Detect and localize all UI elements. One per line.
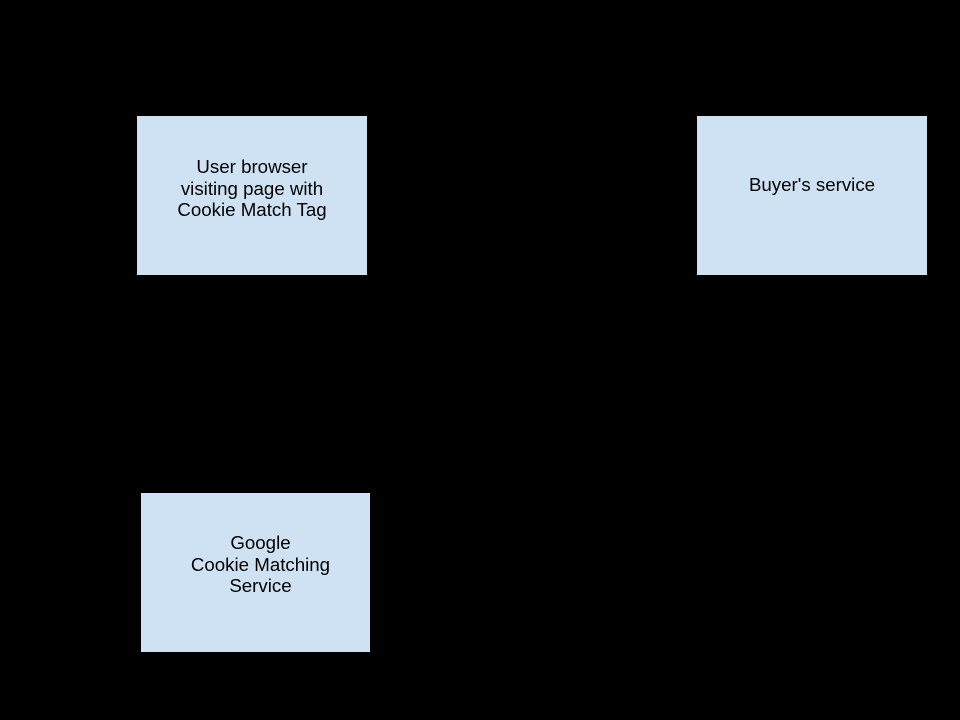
node-buyers-service-label: Buyer's service: [748, 173, 876, 195]
node-user-browser-label: User browser visiting page with Cookie M…: [177, 156, 327, 221]
node-user-browser: User browser visiting page with Cookie M…: [136, 115, 368, 276]
node-buyers-service: Buyer's service: [696, 115, 928, 276]
node-google-cookie-matching-service: Google Cookie Matching Service: [140, 492, 371, 653]
node-google-cookie-matching-service-label: Google Cookie Matching Service: [190, 532, 331, 597]
